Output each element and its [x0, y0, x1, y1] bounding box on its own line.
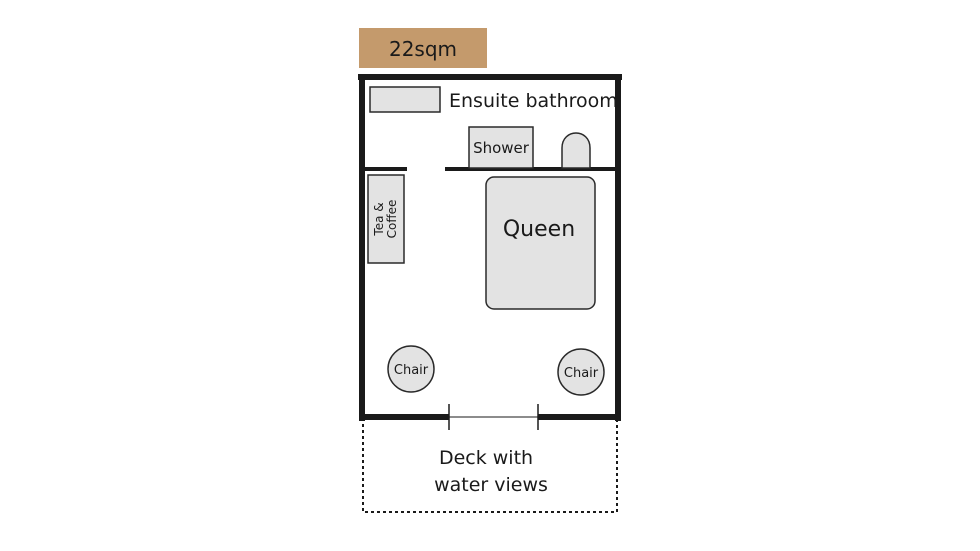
shower: [468, 126, 534, 169]
chair-right-label: Chair: [564, 366, 599, 381]
chair-left-label: Chair: [394, 363, 429, 378]
bed-label: Queen: [503, 217, 575, 242]
tea-coffee-station: [367, 174, 405, 264]
ensuite-label: Ensuite bathroom: [449, 90, 618, 112]
coffee-label: Coffee: [385, 200, 399, 239]
ensuite-vanity: [369, 86, 441, 113]
deck-door: [448, 404, 539, 430]
deck-label-line2: water views: [434, 474, 548, 496]
area-label: 22sqm: [389, 37, 457, 61]
deck-label-line1: Deck with: [439, 447, 533, 469]
area-badge: 22sqm: [359, 28, 487, 68]
outer-walls: [358, 74, 622, 421]
shower-label: Shower: [473, 139, 530, 157]
area-badge-background: [359, 28, 487, 68]
tea-label: Tea &: [372, 202, 386, 236]
toilet-icon: [561, 132, 591, 169]
chair-right: [557, 348, 605, 396]
queen-bed: [485, 176, 596, 310]
chair-left: [387, 345, 435, 393]
